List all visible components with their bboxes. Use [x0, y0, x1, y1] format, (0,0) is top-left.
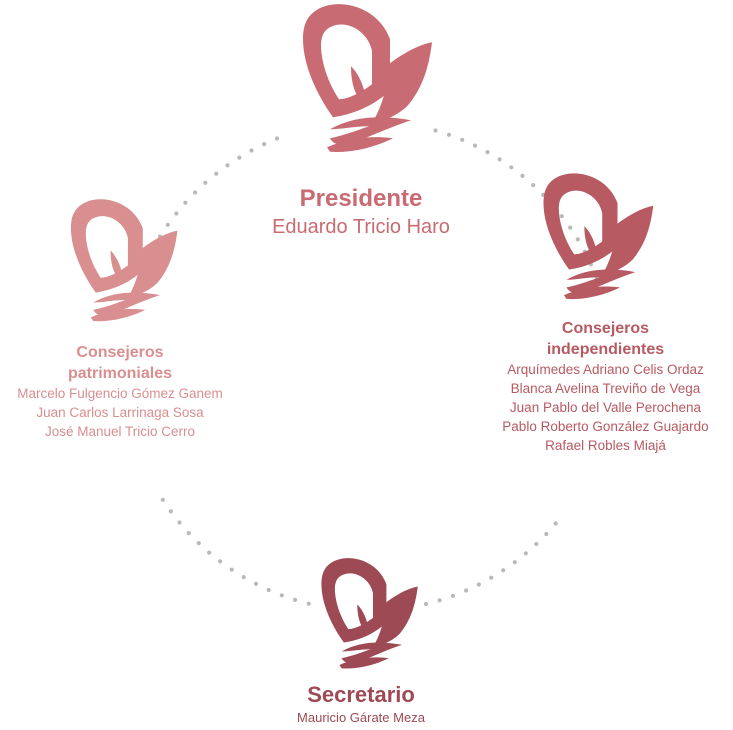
patrimonial-title-line2: patrimoniales	[67, 365, 173, 382]
ring-dot	[497, 157, 502, 162]
ring-dot	[214, 171, 219, 176]
secretary-butterfly-icon	[308, 555, 420, 673]
ring-dot	[523, 551, 528, 556]
ring-dot	[225, 163, 230, 168]
ring-dot	[472, 143, 478, 148]
secretary-name: Mauricio Gárate Meza	[297, 710, 425, 725]
member-name: Arquímedes Adriano Celis Ordaz	[507, 362, 704, 377]
ring-dot	[196, 541, 201, 546]
ring-dot	[509, 165, 514, 170]
ring-dot	[274, 136, 280, 141]
ring-dot	[193, 190, 198, 195]
president-block: Presidente Eduardo Tricio Haro	[216, 184, 506, 240]
patrimonial-title-line1: Consejeros	[76, 344, 164, 361]
ring-dot	[229, 567, 234, 572]
independent-title-line2: independientes	[546, 341, 665, 358]
ring-dot	[266, 587, 271, 593]
secretary-block: Secretario Mauricio Gárate Meza	[216, 681, 506, 727]
independent-title-line1: Consejeros	[561, 320, 650, 337]
ring-dot	[544, 531, 549, 537]
independent-butterfly-icon	[528, 170, 656, 304]
member-name: Juan Pablo del Valle Perochena	[509, 400, 702, 415]
member-name: José Manuel Tricio Cerro	[44, 424, 196, 439]
ring-dot	[485, 150, 490, 155]
member-name: Marcelo Fulgencio Gómez Ganem	[17, 386, 223, 401]
ring-dot	[262, 142, 267, 147]
ring-dot	[568, 225, 573, 230]
ring-dot	[423, 601, 429, 607]
patrimonial-block: Consejeros patrimoniales Marcelo Fulgenc…	[0, 342, 240, 441]
ring-dot	[160, 497, 165, 502]
ring-dot	[437, 598, 442, 603]
secretary-title: Secretario	[307, 682, 415, 707]
ring-dot	[183, 200, 188, 205]
ring-dot	[553, 521, 558, 526]
ring-dot	[446, 132, 452, 137]
ring-dot	[433, 128, 438, 133]
member-name: Juan Carlos Larrinaga Sosa	[36, 405, 204, 420]
president-title: Presidente	[299, 185, 423, 212]
ring-dot	[476, 582, 481, 587]
ring-dot	[460, 137, 465, 142]
ring-dot	[531, 183, 536, 188]
ring-dot	[575, 237, 580, 242]
patrimonial-member-list: Marcelo Fulgencio Gómez Ganem Juan Carlo…	[0, 384, 240, 441]
ring-dot	[559, 214, 564, 219]
president-butterfly-icon	[285, 0, 435, 158]
member-name: Rafael Robles Miajá	[545, 438, 666, 453]
ring-dot	[174, 211, 179, 216]
ring-dot	[237, 155, 242, 160]
president-name: Eduardo Tricio Haro	[272, 216, 450, 238]
ring-dot	[293, 597, 298, 603]
ring-dot	[168, 509, 173, 514]
ring-dot	[512, 560, 517, 565]
ring-dot	[450, 593, 456, 598]
ring-dot	[279, 593, 284, 598]
ring-dot	[186, 531, 191, 536]
patrimonial-butterfly-icon	[56, 196, 180, 326]
ring-dot	[165, 222, 170, 227]
ring-dot	[489, 575, 494, 580]
member-name: Pablo Roberto González Guajardo	[502, 419, 709, 434]
member-name: Blanca Avelina Treviño de Vega	[510, 381, 701, 396]
ring-dot	[534, 541, 539, 547]
ring-dot	[501, 568, 506, 573]
independent-member-list: Arquímedes Adriano Celis Ordaz Blanca Av…	[478, 360, 733, 455]
ring-dot	[306, 601, 311, 606]
ring-dot	[177, 520, 182, 525]
ring-dot	[520, 173, 525, 178]
ring-dot	[253, 581, 259, 587]
ring-dot	[464, 588, 469, 593]
ring-dot	[249, 148, 254, 153]
ring-dot	[241, 575, 246, 580]
ring-dot	[203, 180, 208, 185]
ring-dot	[207, 550, 212, 555]
independent-block: Consejeros independientes Arquímedes Adr…	[478, 318, 733, 455]
ring-dot	[218, 559, 223, 564]
